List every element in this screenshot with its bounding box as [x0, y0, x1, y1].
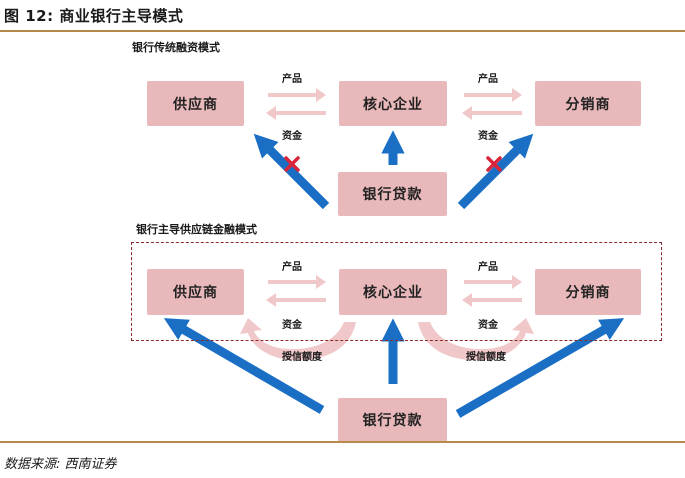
bank-loan-box: 银行贷款: [338, 172, 447, 216]
cross-mark-icon: [486, 156, 502, 172]
credit-curve-arrow-left: [240, 318, 356, 361]
core-enterprise-box: 核心企业: [339, 269, 447, 315]
credit-line-label: 授信额度: [282, 352, 322, 363]
top-bank-to-supplier-arrow: [253, 133, 330, 210]
top-product-arrow-left: [268, 88, 326, 102]
funds-label: 资金: [478, 131, 498, 142]
top-bank-to-distributor-arrow: [457, 133, 534, 210]
bottom-bank-to-supplier-arrow: [163, 318, 325, 414]
data-source: 数据来源: 西南证券: [4, 457, 117, 472]
top-funds-arrow-left: [266, 106, 326, 120]
product-label: 产品: [478, 262, 498, 273]
figure-title: 图 12: 商业银行主导模式: [4, 7, 184, 25]
credit-curve-arrow-right: [418, 318, 534, 361]
bottom-product-arrow-right: [464, 275, 522, 289]
core-enterprise-box: 核心企业: [339, 81, 447, 126]
cross-mark-icon: [284, 156, 300, 172]
product-label: 产品: [478, 74, 498, 85]
top-product-arrow-right: [464, 88, 522, 102]
product-label: 产品: [282, 74, 302, 85]
distributor-box: 分销商: [535, 269, 641, 315]
bottom-funds-arrow-right: [462, 293, 522, 307]
product-label: 产品: [282, 262, 302, 273]
dashed-frame: [131, 242, 662, 341]
bank-loan-box: 银行贷款: [338, 398, 447, 442]
bottom-rule: [0, 441, 685, 443]
supplier-box: 供应商: [147, 269, 244, 315]
section-label-traditional: 银行传统融资模式: [132, 41, 220, 54]
credit-line-label: 授信额度: [466, 352, 506, 363]
bottom-product-arrow-left: [268, 275, 326, 289]
section-label-bank-led: 银行主导供应链金融模式: [136, 223, 257, 236]
bottom-bank-to-distributor-arrow: [455, 318, 625, 418]
top-rule: [0, 30, 685, 32]
funds-label: 资金: [478, 320, 498, 331]
supplier-box: 供应商: [147, 81, 244, 126]
distributor-box: 分销商: [535, 81, 641, 126]
top-funds-arrow-right: [462, 106, 522, 120]
funds-label: 资金: [282, 131, 302, 142]
bottom-funds-arrow-left: [266, 293, 326, 307]
funds-label: 资金: [282, 320, 302, 331]
